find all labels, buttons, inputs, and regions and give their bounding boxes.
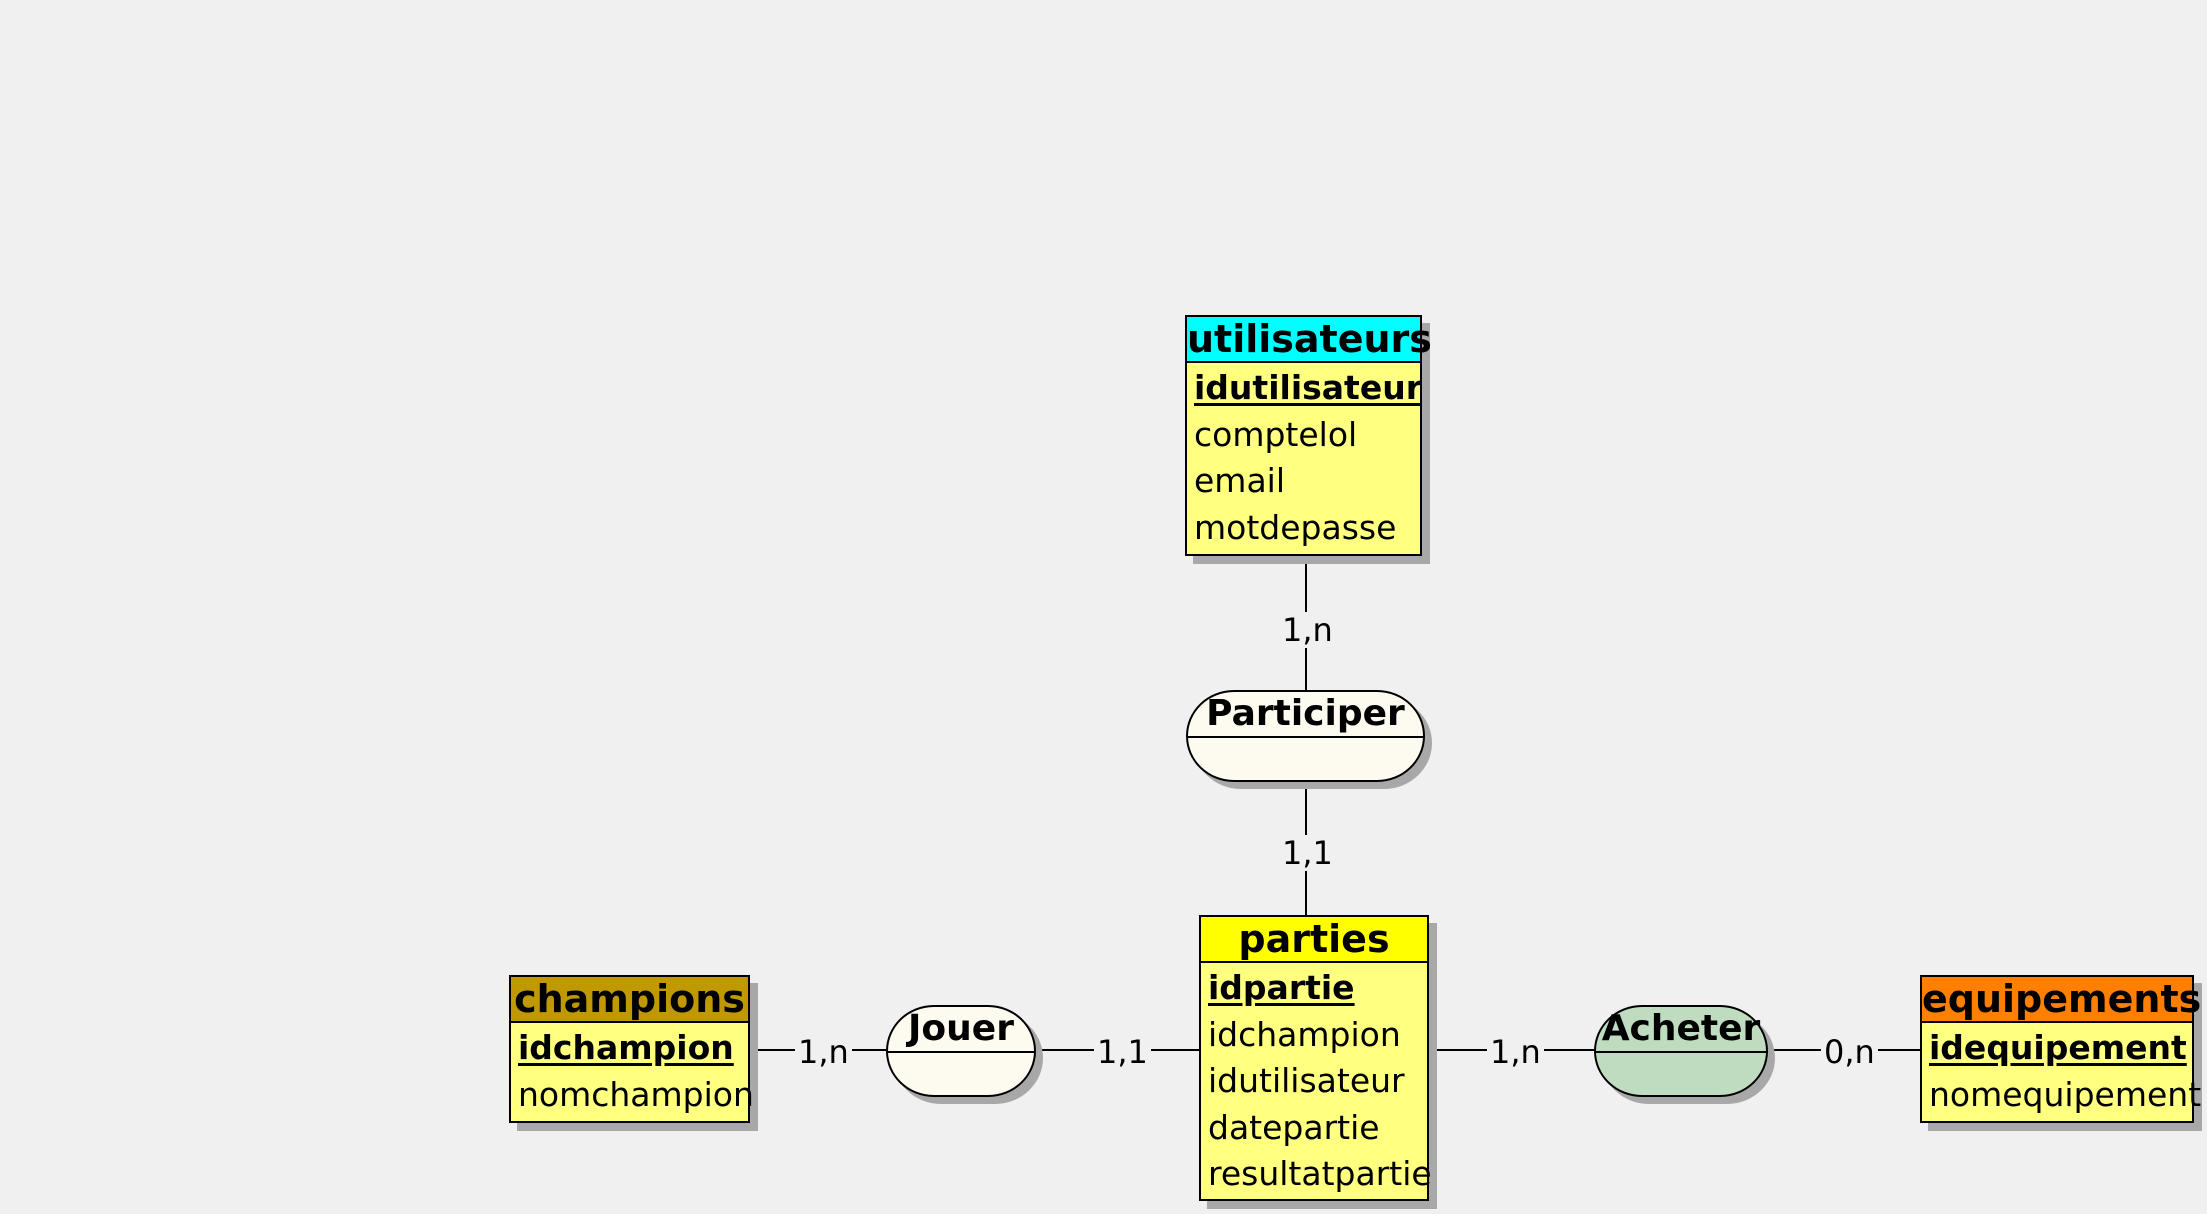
association-label: Participer <box>1206 693 1405 734</box>
attribute: datepartie <box>1208 1107 1380 1147</box>
cardinality-parties-acheter: 1,n <box>1487 1034 1544 1070</box>
entity-title: champions <box>511 977 748 1023</box>
association-jouer[interactable]: Jouer <box>886 1005 1036 1097</box>
cardinality-champions-jouer: 1,n <box>795 1034 852 1070</box>
entity-parties[interactable]: parties idpartie idchampion idutilisateu… <box>1199 915 1432 1201</box>
attribute: idutilisateur <box>1208 1061 1405 1100</box>
association-divider <box>1188 736 1423 738</box>
attribute-primary-key: idutilisateur <box>1194 368 1422 407</box>
entity-attributes: idpartie idchampion idutilisateur datepa… <box>1201 963 1432 1198</box>
entity-equipements[interactable]: equipements idequipement nomequipement <box>1920 975 2202 1123</box>
attribute-primary-key: idequipement <box>1929 1028 2187 1067</box>
association-label: Jouer <box>908 1008 1014 1049</box>
attribute: idchampion <box>1208 1014 1401 1054</box>
cardinality-acheter-equipements: 0,n <box>1821 1034 1878 1070</box>
cardinality-utilisateurs-participer: 1,n <box>1279 612 1336 648</box>
attribute: resultatpartie <box>1208 1154 1432 1193</box>
entity-attributes: idequipement nomequipement <box>1922 1023 2202 1118</box>
attribute: comptelol <box>1194 414 1358 454</box>
entity-title: equipements <box>1922 977 2202 1023</box>
entity-utilisateurs[interactable]: utilisateurs idutilisateur comptelol ema… <box>1185 315 1432 556</box>
association-divider <box>888 1051 1034 1053</box>
attribute-primary-key: idchampion <box>518 1028 734 1067</box>
attribute: nomchampion <box>518 1074 754 1114</box>
attribute-primary-key: idpartie <box>1208 968 1355 1007</box>
entity-attributes: idutilisateur comptelol email motdepasse <box>1187 363 1422 551</box>
association-divider <box>1596 1051 1766 1053</box>
attribute: motdepasse <box>1194 507 1397 547</box>
entity-title: utilisateurs <box>1187 317 1432 363</box>
entity-title: parties <box>1201 917 1427 963</box>
association-label: Acheter <box>1601 1008 1761 1049</box>
attribute: email <box>1194 461 1286 500</box>
entity-attributes: idchampion nomchampion <box>511 1023 754 1118</box>
cardinality-participer-parties: 1,1 <box>1279 835 1336 871</box>
association-participer[interactable]: Participer <box>1186 690 1425 782</box>
attribute: nomequipement <box>1929 1074 2202 1114</box>
entity-champions[interactable]: champions idchampion nomchampion <box>509 975 754 1123</box>
association-acheter[interactable]: Acheter <box>1594 1005 1768 1097</box>
cardinality-jouer-parties: 1,1 <box>1094 1034 1151 1070</box>
